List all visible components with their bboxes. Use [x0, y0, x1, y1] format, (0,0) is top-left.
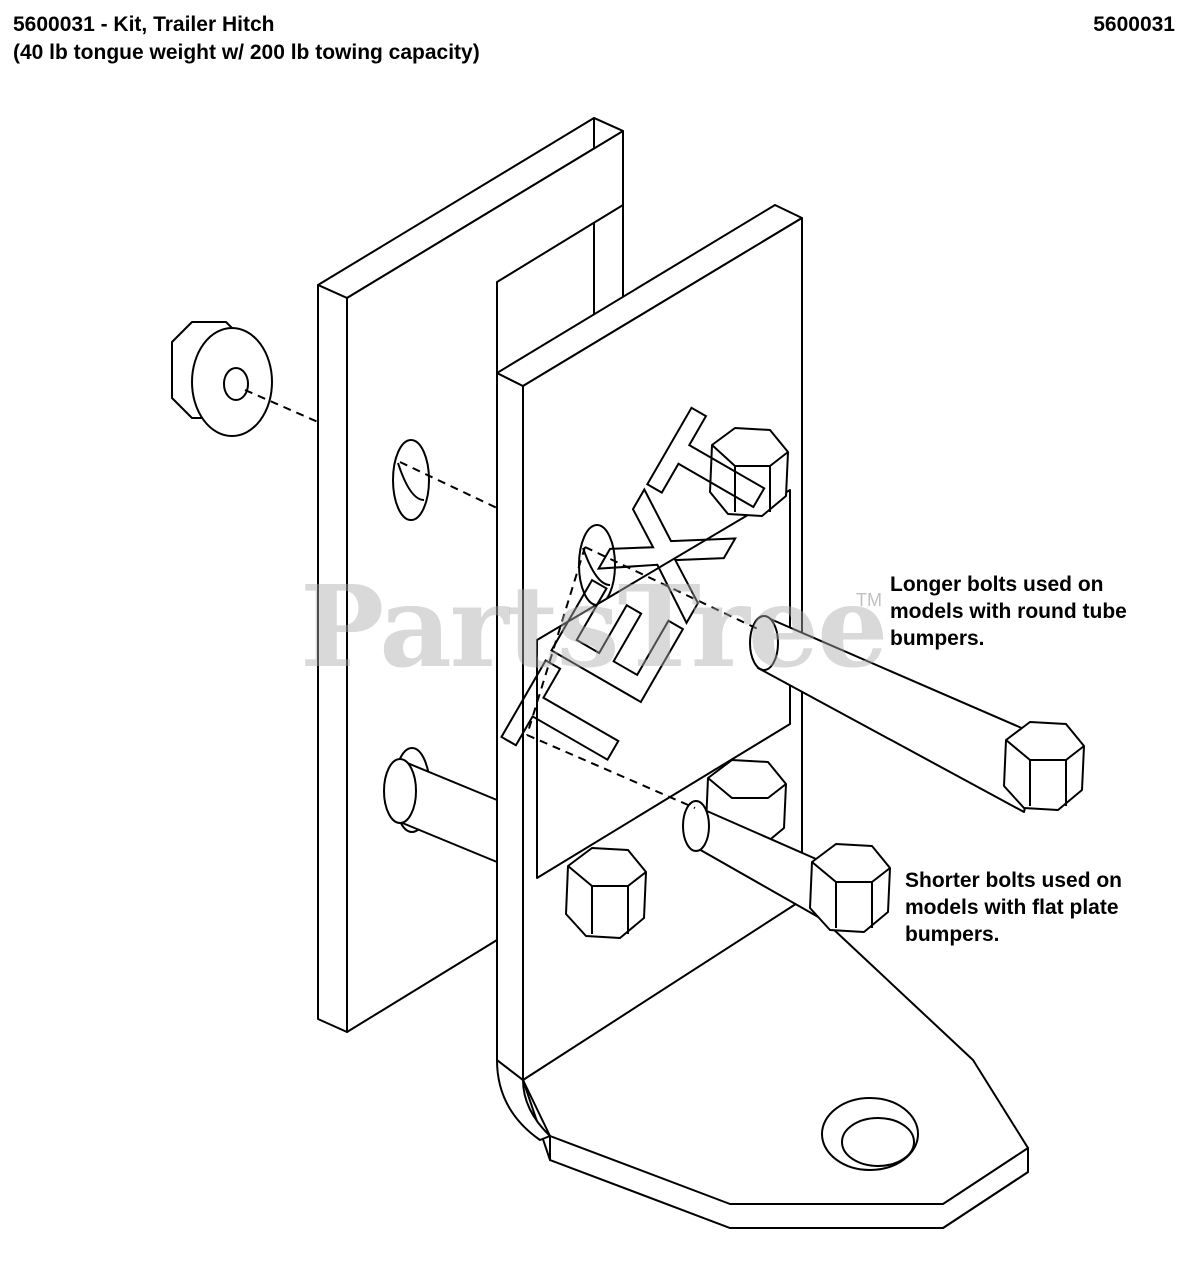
watermark: PartsTree: [300, 562, 888, 693]
short-bolt: [682, 800, 891, 933]
callout-longer-bolts: Longer bolts used on models with round t…: [890, 573, 1127, 650]
decal-plate: [536, 489, 791, 879]
short-bolt-rear: [383, 758, 498, 863]
trademark-mark: TM: [856, 590, 882, 610]
hex-head-bolt-upper-right: [709, 427, 789, 517]
alignment-lines: [244, 389, 761, 809]
page-title: 5600031 - Kit, Trailer Hitch: [13, 13, 275, 36]
part-number: 5600031: [1093, 13, 1175, 36]
flange-nut: [171, 321, 273, 437]
rear-plate-slot-upper: [392, 439, 430, 521]
hex-head-bolt-lower-left: [565, 847, 647, 939]
long-bolt: [749, 615, 1085, 813]
page-subtitle: (40 lb tongue weight w/ 200 lb towing ca…: [13, 41, 480, 64]
callout-shorter-bolts: Shorter bolts used on models with flat p…: [905, 869, 1123, 946]
